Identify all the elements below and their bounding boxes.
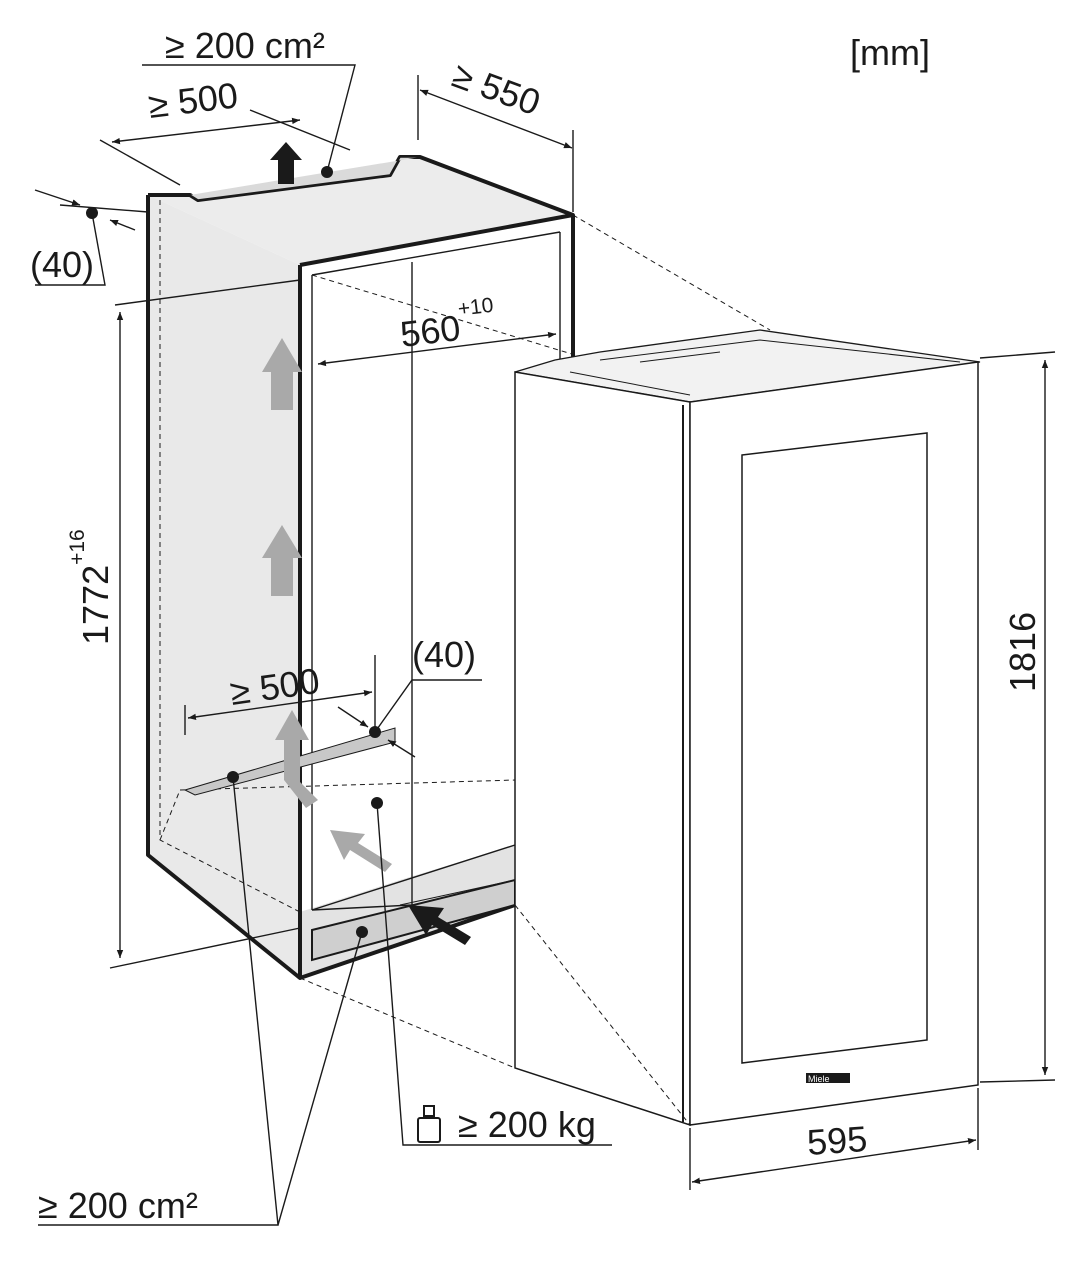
appliance-logo — [806, 1073, 850, 1083]
projection-lines — [299, 214, 771, 1126]
appliance — [514, 329, 981, 1127]
airflow-arrow-top-icon — [262, 338, 302, 410]
top-vent-area-label: ≥ 200 cm² — [165, 25, 325, 66]
niche-width-label: 560+10 — [397, 294, 498, 355]
airflow-arrow-top-exit-icon — [270, 142, 302, 184]
airflow-arrow-bend-icon — [275, 710, 318, 808]
top-vent-opening — [189, 156, 420, 201]
niche-top-panel — [148, 157, 573, 265]
appliance-height-label: 1816 — [1002, 612, 1043, 692]
appliance-width-label: 595 — [806, 1118, 869, 1163]
appliance-door-glass — [741, 432, 928, 1064]
appliance-door — [689, 361, 979, 1126]
units-label: [mm] — [850, 32, 930, 73]
floor-load-label: ≥ 200 kg — [458, 1104, 596, 1145]
niche-hidden-edges — [159, 200, 576, 913]
appliance-brand-mark: Miele — [808, 1074, 830, 1084]
rear-gap-bottom-label: (40) — [412, 634, 476, 675]
bottom-vent-area-label: ≥ 200 cm² — [38, 1185, 198, 1226]
niche-height-label: 1772+16 — [66, 529, 116, 645]
appliance-top-details — [569, 339, 961, 396]
top-depth-label: ≥ 500 — [146, 74, 240, 126]
rear-gap-top-label: (40) — [30, 244, 94, 285]
leader-dots — [86, 166, 383, 938]
niche-left-wall — [148, 195, 300, 978]
airflow-arrows — [262, 142, 471, 945]
niche-inner-edges — [311, 231, 561, 911]
dimension-lines — [34, 64, 1056, 1226]
weight-icon — [417, 1105, 441, 1143]
airflow-arrow-plinth-icon — [408, 905, 471, 945]
niche-floor-front-edge — [399, 879, 516, 906]
airflow-arrow-inlet-icon — [330, 830, 392, 872]
appliance-side-body — [514, 371, 691, 1127]
niche-depth-label: ≥ 550 — [447, 54, 545, 123]
airflow-arrow-middle-icon — [262, 525, 302, 596]
